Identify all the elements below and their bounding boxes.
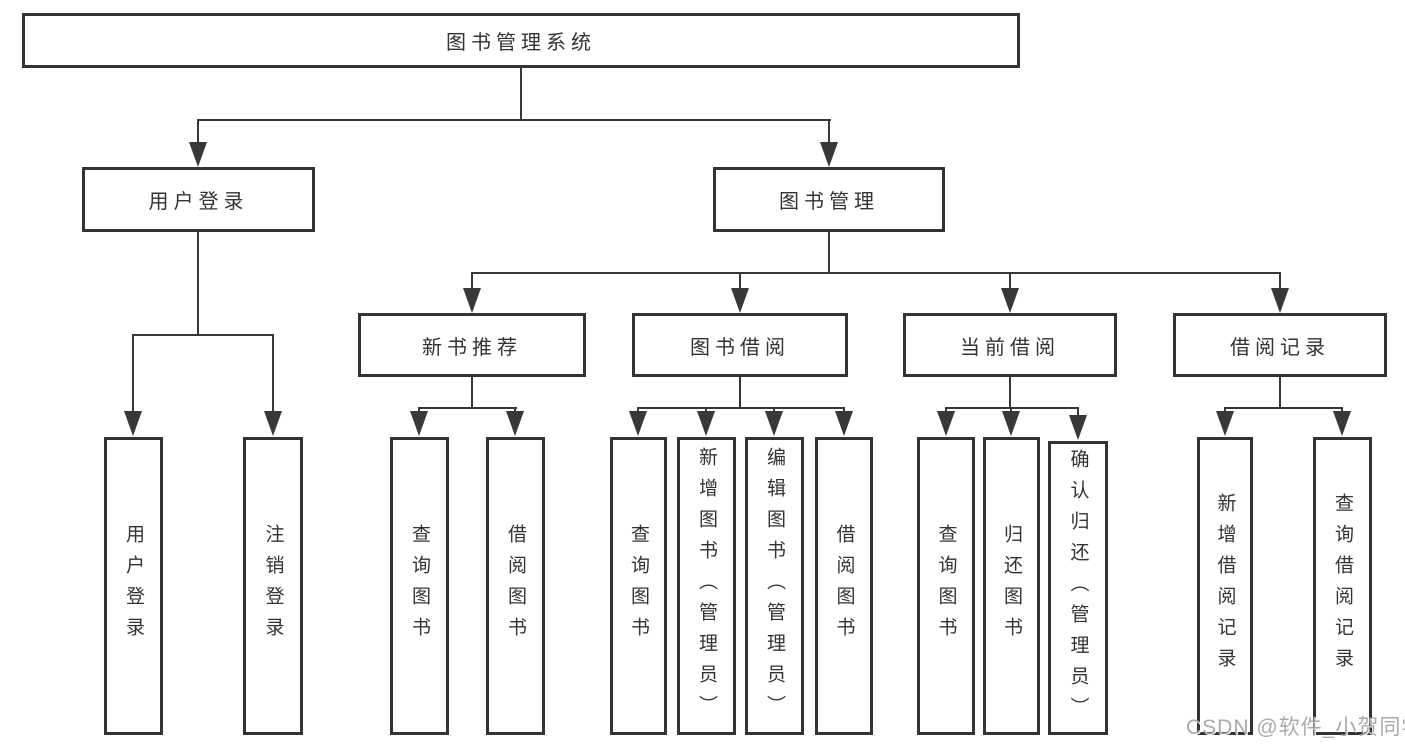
- node-borrow-record-label: 借阅记录: [1230, 336, 1330, 359]
- node-borrow-record: 借阅记录: [1173, 313, 1387, 377]
- arrow-down-icon: [463, 288, 481, 313]
- leaf-label: 借阅图书: [833, 524, 855, 648]
- arrow-down-icon: [189, 142, 207, 167]
- connector-line: [418, 407, 517, 409]
- arrow-down-icon: [765, 411, 783, 436]
- leaf-label: 查询图书: [409, 524, 430, 648]
- leaf-label: 确认归还（管理员）: [1067, 448, 1089, 728]
- leaf-borrow-query-books: 查询图书: [610, 437, 667, 735]
- node-root-label: 图书管理系统: [446, 32, 596, 54]
- node-current-borrow: 当前借阅: [903, 313, 1117, 377]
- arrow-down-icon: [1333, 411, 1351, 436]
- connector-line: [471, 272, 1281, 274]
- leaf-edit-books-admin: 编辑图书（管理员）: [745, 437, 804, 735]
- connector-line: [197, 119, 831, 121]
- connector-line: [132, 334, 274, 336]
- connector-line: [739, 377, 741, 408]
- node-book-management-label: 图书管理: [779, 191, 879, 213]
- leaf-label: 用户登录: [123, 524, 144, 648]
- arrow-down-icon: [124, 411, 142, 436]
- arrow-down-icon: [835, 411, 853, 436]
- arrow-down-icon: [937, 411, 955, 436]
- leaf-query-borrow-record: 查询借阅记录: [1313, 437, 1372, 735]
- leaf-label: 查询图书: [628, 524, 649, 648]
- arrow-down-icon: [410, 411, 428, 436]
- leaf-confirm-return-admin: 确认归还（管理员）: [1048, 441, 1108, 735]
- connector-line: [1009, 377, 1011, 408]
- connector-line: [945, 407, 1079, 409]
- connector-line: [739, 272, 741, 294]
- connector-line: [828, 232, 830, 274]
- connector-line: [272, 334, 274, 416]
- leaf-add-books-admin: 新增图书（管理员）: [677, 437, 736, 735]
- arrow-down-icon: [1069, 415, 1087, 440]
- arrow-down-icon: [1216, 411, 1234, 436]
- leaf-label: 借阅图书: [505, 524, 526, 648]
- connector-line: [637, 407, 845, 409]
- node-current-borrow-label: 当前借阅: [960, 336, 1060, 359]
- leaf-current-query-books: 查询图书: [917, 437, 975, 735]
- connector-line: [1279, 272, 1281, 294]
- connector-line: [1077, 407, 1079, 421]
- node-book-borrow-label: 图书借阅: [690, 336, 790, 359]
- arrow-down-icon: [264, 411, 282, 436]
- arrow-down-icon: [820, 142, 838, 167]
- node-book-management: 图书管理: [713, 167, 945, 232]
- leaf-label: 编辑图书（管理员）: [764, 446, 785, 726]
- arrow-down-icon: [731, 288, 749, 313]
- connector-line: [1224, 407, 1343, 409]
- leaf-add-borrow-record: 新增借阅记录: [1197, 437, 1253, 735]
- arrow-down-icon: [506, 411, 524, 436]
- leaf-user-login: 用户登录: [104, 437, 163, 735]
- leaf-label: 归还图书: [1001, 524, 1022, 648]
- csdn-watermark: CSDN @软件_小贺同学: [1186, 716, 1405, 739]
- leaf-logout: 注销登录: [243, 437, 303, 735]
- connector-line: [471, 272, 473, 294]
- node-user-login-label: 用户登录: [148, 191, 249, 213]
- connector-line: [520, 68, 522, 120]
- leaf-label: 注销登录: [262, 524, 284, 648]
- arrow-down-icon: [1271, 288, 1289, 313]
- arrow-down-icon: [1002, 411, 1020, 436]
- connector-line: [471, 377, 473, 408]
- connector-line: [1279, 377, 1281, 408]
- arrow-down-icon: [1001, 288, 1019, 313]
- connector-line: [828, 119, 830, 147]
- connector-line: [197, 119, 199, 147]
- leaf-newbook-borrow-books: 借阅图书: [486, 437, 545, 735]
- node-root: 图书管理系统: [22, 13, 1020, 68]
- connector-line: [1009, 272, 1011, 294]
- node-user-login: 用户登录: [82, 167, 315, 232]
- connector-line: [197, 232, 199, 336]
- node-new-book-recommend-label: 新书推荐: [422, 336, 522, 359]
- leaf-label: 查询借阅记录: [1332, 493, 1353, 679]
- leaf-label: 新增借阅记录: [1214, 493, 1236, 679]
- leaf-label: 查询图书: [935, 524, 957, 648]
- leaf-return-books: 归还图书: [983, 437, 1040, 735]
- arrow-down-icon: [697, 411, 715, 436]
- node-new-book-recommend: 新书推荐: [358, 313, 586, 377]
- node-book-borrow: 图书借阅: [632, 313, 848, 377]
- leaf-label: 新增图书（管理员）: [696, 446, 717, 726]
- arrow-down-icon: [629, 411, 647, 436]
- connector-line: [132, 334, 134, 416]
- leaf-borrow-books: 借阅图书: [815, 437, 873, 735]
- leaf-newbook-query-books: 查询图书: [390, 437, 449, 735]
